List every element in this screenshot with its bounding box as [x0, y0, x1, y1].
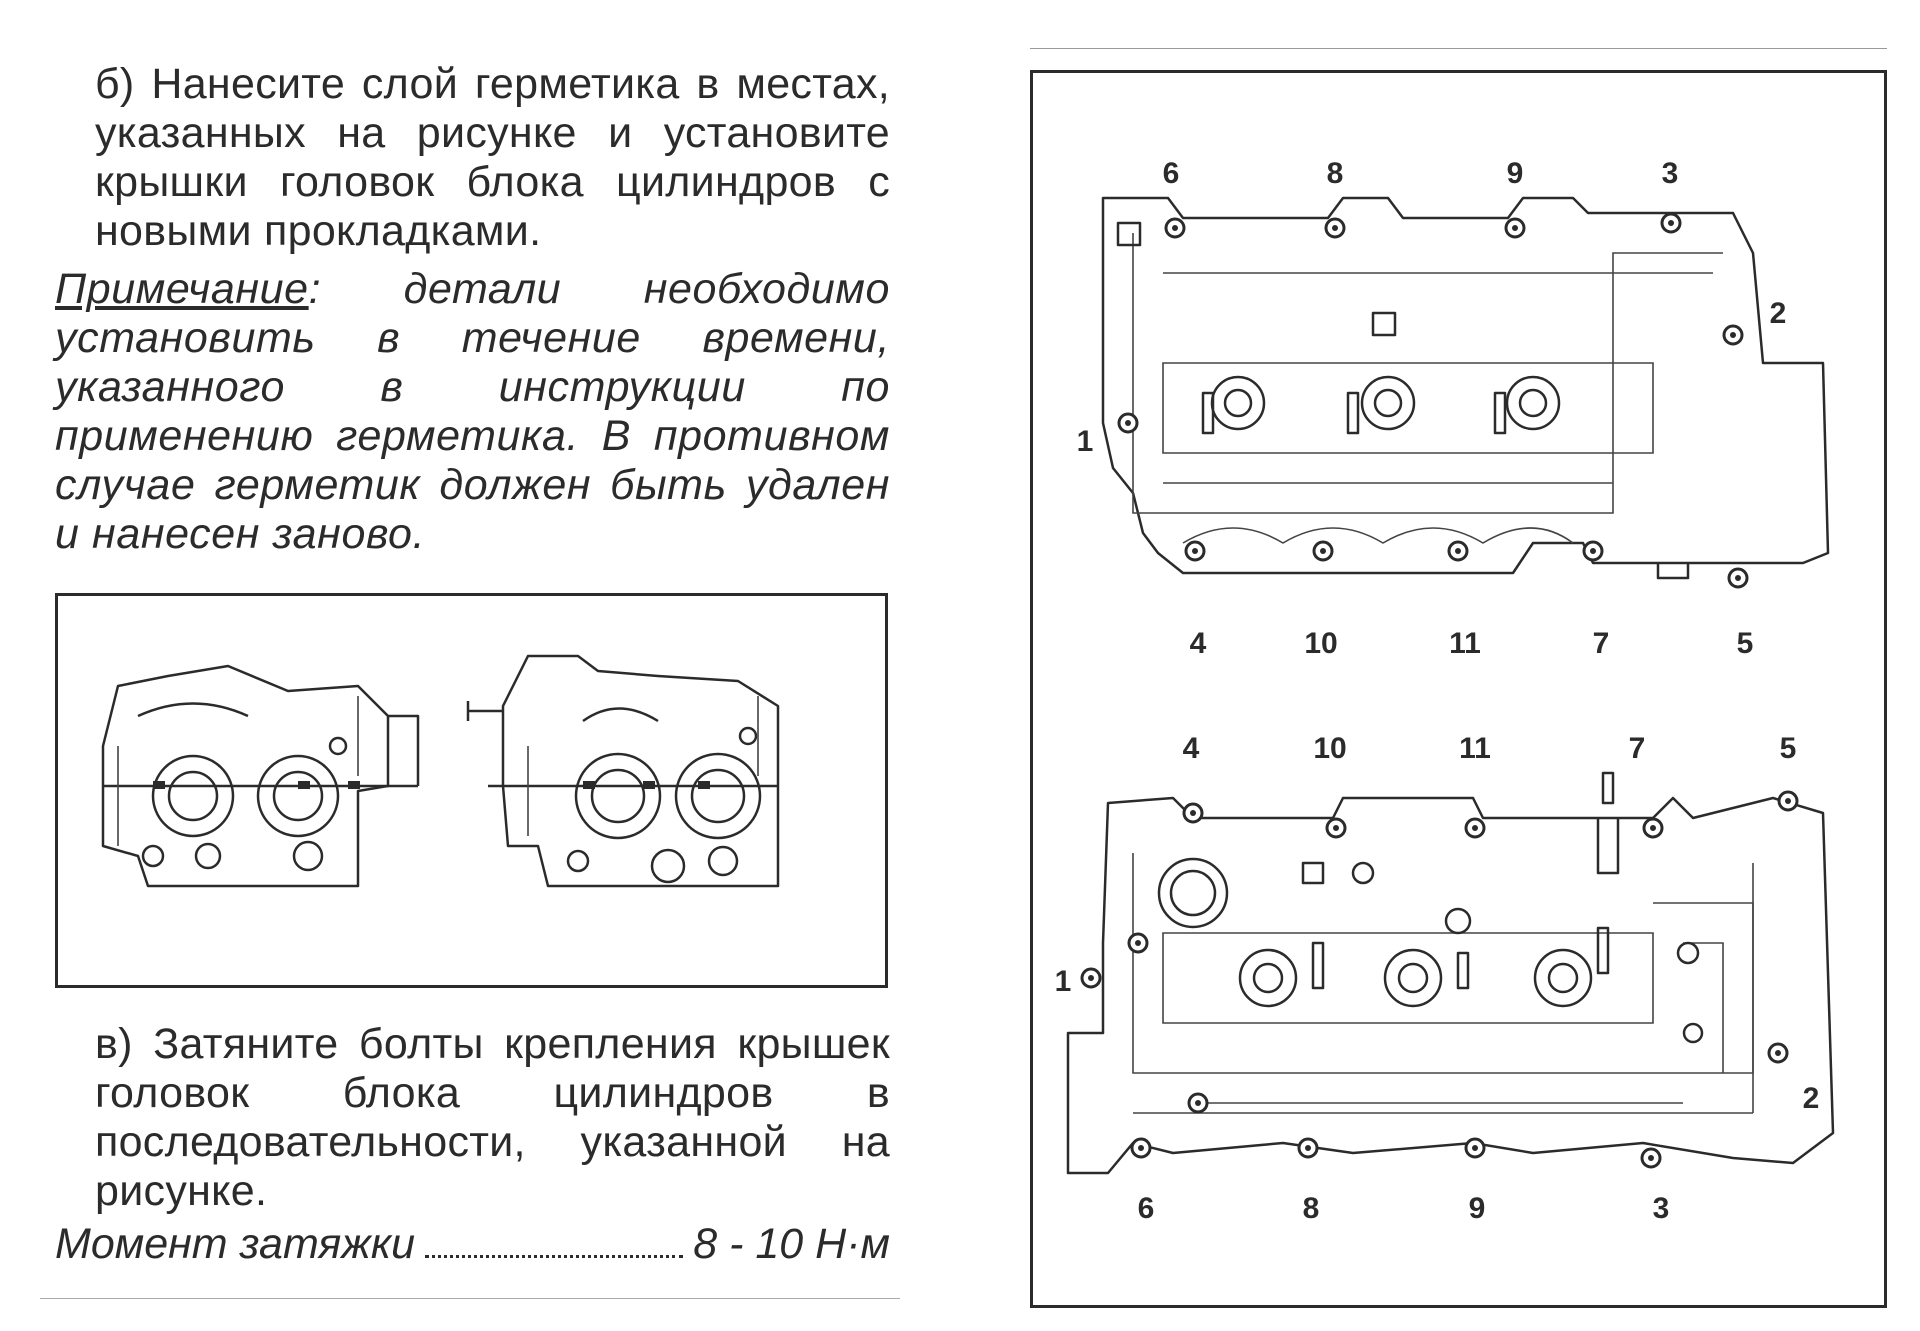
right-cylinder-head — [466, 654, 780, 888]
sealant-spot — [698, 781, 710, 789]
upper-bolt-label-1: 1 — [1077, 425, 1094, 458]
upper-bolt-label-11: 11 — [1449, 627, 1481, 660]
step-v-text: в) Затяните болты крепления крышек голов… — [95, 1020, 890, 1215]
lower-bolt-label-5: 5 — [1780, 732, 1797, 765]
sealant-spot — [348, 781, 360, 789]
upper-bolt-label-5: 5 — [1737, 627, 1754, 660]
top-rule — [1030, 48, 1887, 49]
lower-bolt-label-8: 8 — [1303, 1192, 1320, 1225]
lower-bolt-label-1: 1 — [1055, 965, 1072, 998]
upper-bolt-label-6: 6 — [1163, 157, 1180, 190]
upper-bolt-label-9: 9 — [1507, 157, 1524, 190]
sealant-spot — [298, 781, 310, 789]
note-label: Примечание — [55, 265, 309, 313]
sealant-diagram — [101, 654, 780, 888]
torque-label: Момент затяжки — [55, 1220, 416, 1268]
sealant-spot — [643, 781, 655, 789]
lower-bolt-label-6: 6 — [1138, 1192, 1155, 1225]
torque-leader-dots — [425, 1255, 684, 1258]
sealant-spot — [153, 781, 165, 789]
step-b-text: б) Нанесите слой герметика в местах, ука… — [95, 60, 890, 255]
lower-bolt-label-3: 3 — [1653, 1192, 1670, 1225]
upper-bolt-label-2: 2 — [1770, 297, 1787, 330]
upper-bolt-label-7: 7 — [1593, 627, 1610, 660]
upper-bolt-label-8: 8 — [1327, 157, 1344, 190]
upper-bolt-label-4: 4 — [1190, 627, 1207, 660]
lower-cover — [1066, 771, 1835, 1175]
lower-bolt-label-4: 4 — [1183, 732, 1200, 765]
bottom-rule — [40, 1298, 900, 1299]
note-body: : детали необходимо установить в течение… — [55, 265, 890, 558]
upper-bolt-label-3: 3 — [1662, 157, 1679, 190]
tightening-sequence-figure: 6 8 9 3 2 1 4 10 11 7 5 4 10 11 7 5 — [1030, 70, 1887, 1308]
torque-value: 8 - 10 Н·м — [693, 1220, 890, 1268]
lower-bolt-label-2: 2 — [1803, 1082, 1820, 1115]
upper-bolt-label-10: 10 — [1304, 627, 1337, 660]
left-cylinder-head — [101, 664, 420, 888]
torque-spec: Момент затяжки 8 - 10 Н·м — [55, 1220, 890, 1269]
lower-bolt-label-7: 7 — [1629, 732, 1646, 765]
upper-cover — [1101, 196, 1830, 589]
lower-bolt-label-11: 11 — [1459, 732, 1491, 765]
lower-bolt-label-10: 10 — [1313, 732, 1346, 765]
lower-bolt-label-9: 9 — [1469, 1192, 1486, 1225]
sealant-figure — [55, 593, 888, 988]
tightening-sequence-diagram: 6 8 9 3 2 1 4 10 11 7 5 4 10 11 7 5 — [1055, 157, 1835, 1225]
note-text: Примечание: детали необходимо установить… — [55, 265, 890, 559]
sealant-spot — [583, 781, 595, 789]
